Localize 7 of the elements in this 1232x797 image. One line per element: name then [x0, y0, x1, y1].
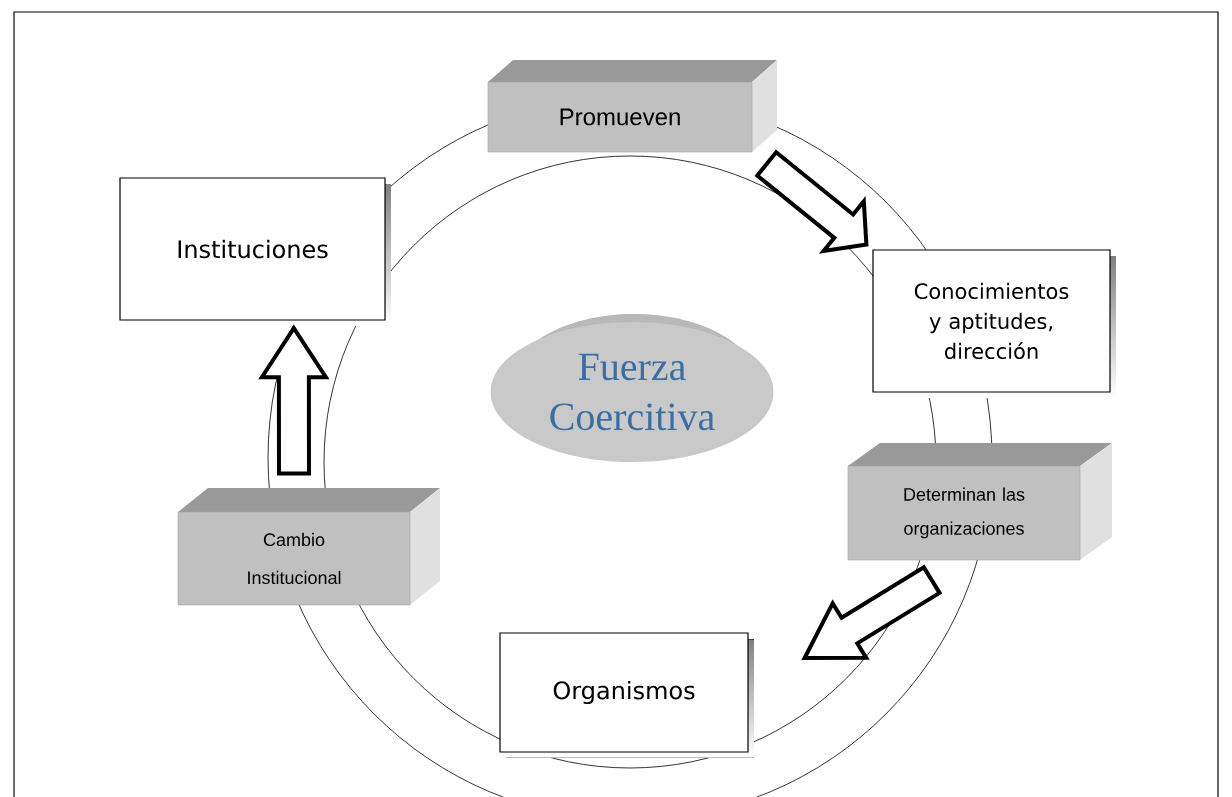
block-arrow: [258, 324, 330, 476]
3d-box: Promueven: [487, 60, 777, 153]
3d-box: Cambio Institucional: [177, 488, 440, 606]
text-box: Instituciones: [119, 177, 391, 326]
3d-box: Determinan las organizaciones: [847, 443, 1112, 561]
text-box: Conocimientos y aptitudes, dirección: [872, 249, 1116, 398]
text-box: Organismos: [499, 632, 754, 758]
